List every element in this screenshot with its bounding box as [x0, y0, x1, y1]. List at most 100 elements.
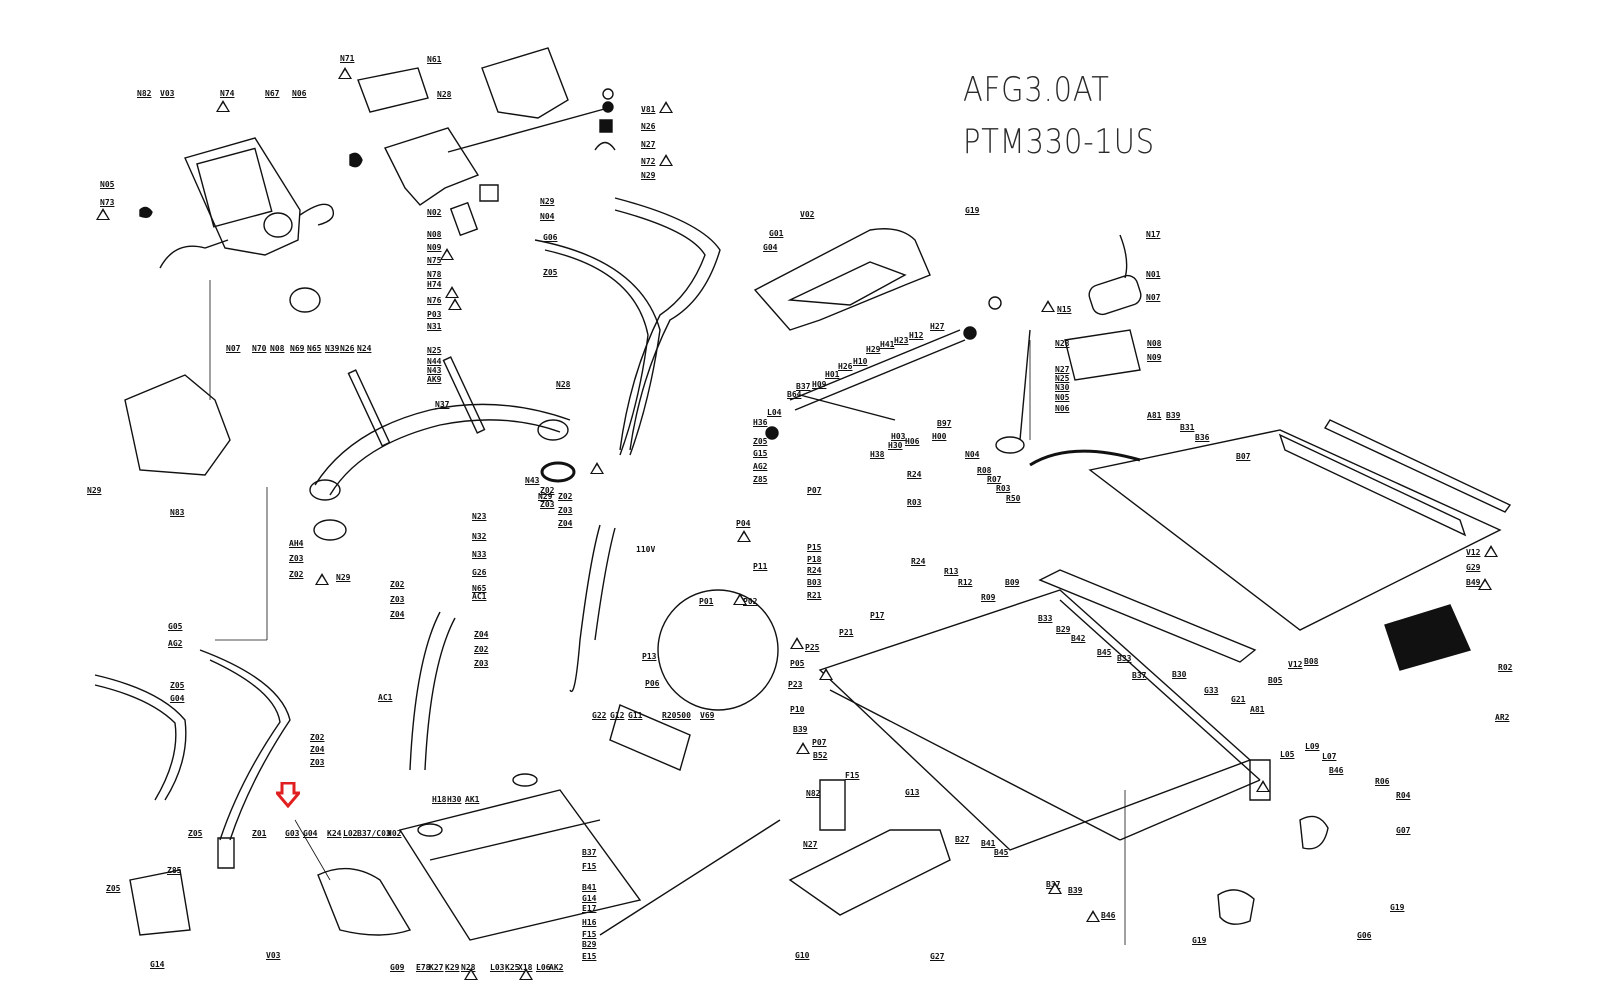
- part-label[interactable]: N02: [427, 208, 442, 217]
- part-label[interactable]: N74: [220, 89, 235, 98]
- part-label[interactable]: B49: [1466, 578, 1481, 587]
- part-label[interactable]: R24: [907, 470, 922, 479]
- part-label[interactable]: P17: [870, 611, 885, 620]
- part-label[interactable]: N25: [1055, 374, 1070, 383]
- part-label[interactable]: N82: [806, 789, 821, 798]
- part-label[interactable]: N73: [100, 198, 115, 207]
- part-label[interactable]: P13: [642, 652, 657, 661]
- part-label[interactable]: Z02: [310, 733, 325, 742]
- part-label[interactable]: N72: [641, 157, 656, 166]
- part-label[interactable]: V81: [641, 105, 656, 114]
- part-label[interactable]: G19: [1390, 903, 1405, 912]
- part-label[interactable]: X18: [518, 963, 533, 972]
- part-label[interactable]: G06: [1357, 931, 1372, 940]
- part-label[interactable]: N28: [461, 963, 476, 972]
- part-label[interactable]: V02: [800, 210, 815, 219]
- part-label[interactable]: B31: [1180, 423, 1195, 432]
- part-label[interactable]: G07: [1396, 826, 1411, 835]
- part-label[interactable]: N83: [170, 508, 185, 517]
- part-label[interactable]: B97: [937, 419, 952, 428]
- part-label[interactable]: H16: [582, 918, 597, 927]
- part-label[interactable]: B37/C03: [357, 829, 391, 838]
- part-label[interactable]: N28: [1055, 339, 1070, 348]
- part-label[interactable]: Z05: [543, 268, 558, 277]
- part-label[interactable]: B46: [1329, 766, 1344, 775]
- part-label[interactable]: B30: [1172, 670, 1187, 679]
- part-label[interactable]: Z05: [170, 681, 185, 690]
- part-label[interactable]: L07: [1322, 752, 1337, 761]
- part-label[interactable]: Z03: [474, 659, 489, 668]
- part-label[interactable]: L05: [1280, 750, 1295, 759]
- part-label[interactable]: N07: [226, 344, 241, 353]
- part-label[interactable]: G06: [543, 233, 558, 242]
- part-label[interactable]: N82: [137, 89, 152, 98]
- part-label[interactable]: B42: [1071, 634, 1086, 643]
- part-label[interactable]: H00: [932, 432, 947, 441]
- part-label[interactable]: B37: [796, 382, 811, 391]
- part-label[interactable]: AC1: [472, 592, 487, 601]
- part-label[interactable]: N07: [1146, 293, 1161, 302]
- part-label[interactable]: Z01: [252, 829, 267, 838]
- part-label[interactable]: P15: [807, 543, 822, 552]
- part-label[interactable]: Z02: [474, 645, 489, 654]
- part-label[interactable]: P01: [699, 597, 714, 606]
- part-label[interactable]: Z02: [540, 486, 555, 495]
- part-label[interactable]: B33: [1117, 654, 1132, 663]
- part-label[interactable]: B41: [582, 883, 597, 892]
- part-label[interactable]: Z05: [753, 437, 768, 446]
- part-label[interactable]: G22: [592, 711, 607, 720]
- part-label[interactable]: B07: [1236, 452, 1251, 461]
- part-label[interactable]: H30: [447, 795, 462, 804]
- part-label[interactable]: N27: [1055, 365, 1070, 374]
- part-label[interactable]: Z04: [474, 630, 489, 639]
- part-label[interactable]: H02: [387, 829, 402, 838]
- part-label[interactable]: H30: [888, 441, 903, 450]
- part-label[interactable]: P23: [788, 680, 803, 689]
- part-label[interactable]: N09: [427, 243, 442, 252]
- part-label[interactable]: N26: [641, 122, 656, 131]
- part-label[interactable]: AG2: [168, 639, 183, 648]
- part-label[interactable]: B09: [1005, 578, 1020, 587]
- part-label[interactable]: P11: [753, 562, 768, 571]
- part-label[interactable]: P21: [839, 628, 854, 637]
- part-label[interactable]: R08: [977, 466, 992, 475]
- part-label[interactable]: R03: [907, 498, 922, 507]
- part-label[interactable]: B39: [1068, 886, 1083, 895]
- part-label[interactable]: B08: [1304, 657, 1319, 666]
- part-label[interactable]: H38: [870, 450, 885, 459]
- part-label[interactable]: N69: [290, 344, 305, 353]
- part-label[interactable]: N04: [965, 450, 980, 459]
- part-label[interactable]: Z05: [106, 884, 121, 893]
- part-label[interactable]: G01: [769, 229, 784, 238]
- part-label[interactable]: Z03: [390, 595, 405, 604]
- part-label[interactable]: V12: [1466, 548, 1481, 557]
- part-label[interactable]: R13: [944, 567, 959, 576]
- part-label[interactable]: R20500: [662, 711, 691, 720]
- part-label[interactable]: K24: [327, 829, 342, 838]
- part-label[interactable]: B37: [1132, 671, 1147, 680]
- part-label[interactable]: N65: [307, 344, 322, 353]
- part-label[interactable]: P05: [790, 659, 805, 668]
- part-label[interactable]: H06: [905, 437, 920, 446]
- part-label[interactable]: AR2: [1495, 713, 1510, 722]
- part-label[interactable]: N65: [472, 584, 487, 593]
- part-label[interactable]: Z03: [310, 758, 325, 767]
- part-label[interactable]: B45: [994, 848, 1009, 857]
- part-label[interactable]: N29: [538, 492, 553, 501]
- part-label[interactable]: G09: [390, 963, 405, 972]
- part-label[interactable]: N27: [803, 840, 818, 849]
- part-label[interactable]: Z03: [558, 506, 573, 515]
- part-label[interactable]: L02: [343, 829, 358, 838]
- part-label[interactable]: Z85: [753, 475, 768, 484]
- part-label[interactable]: B29: [1056, 625, 1071, 634]
- part-label[interactable]: N24: [357, 344, 372, 353]
- part-label[interactable]: L06: [536, 963, 551, 972]
- part-label[interactable]: P18: [807, 555, 822, 564]
- part-label[interactable]: G15: [753, 449, 768, 458]
- part-label[interactable]: G27: [930, 952, 945, 961]
- part-label[interactable]: N05: [100, 180, 115, 189]
- part-label[interactable]: N08: [1147, 339, 1162, 348]
- part-label[interactable]: N27: [641, 140, 656, 149]
- part-label[interactable]: B46: [1101, 911, 1116, 920]
- part-label[interactable]: R50: [1006, 494, 1021, 503]
